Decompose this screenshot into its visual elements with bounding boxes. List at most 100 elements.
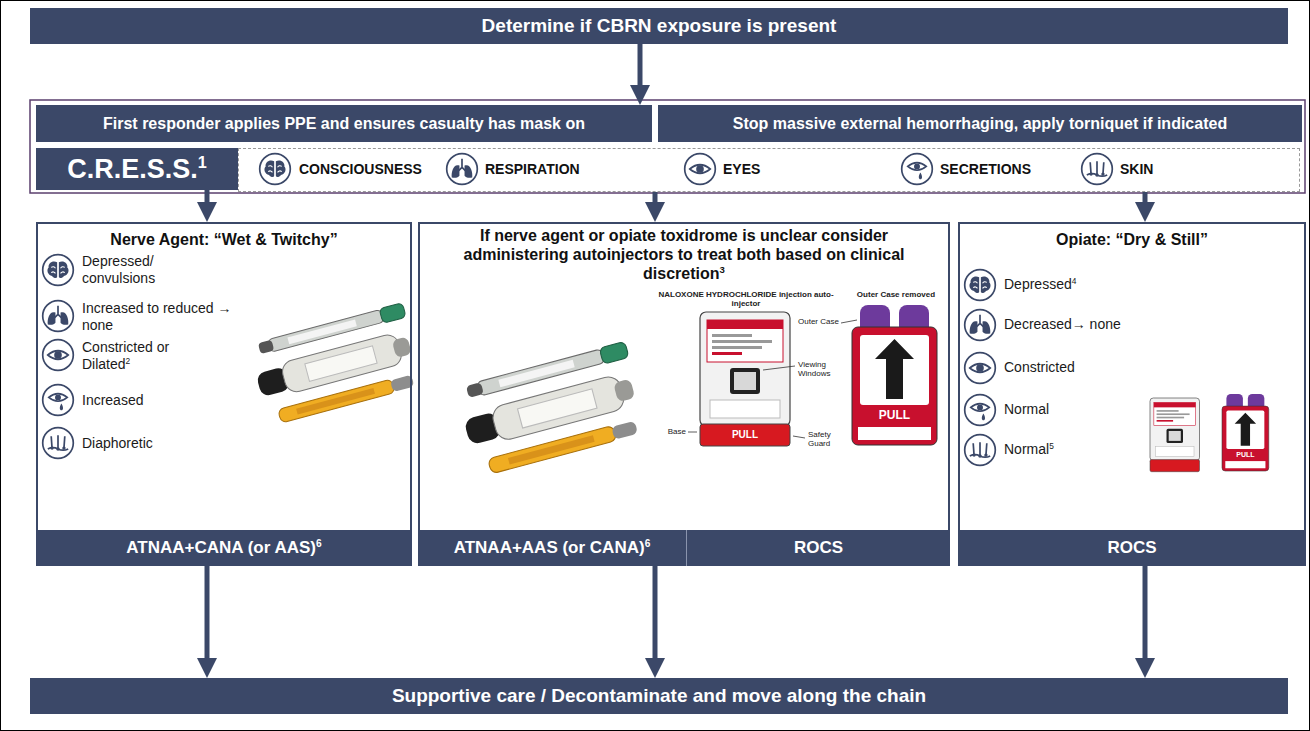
figure-title: Outer Case removed [848, 290, 944, 299]
text-line: Diaphoretic [82, 435, 232, 452]
text-group: Stop massive external hemorrhaging, appl… [733, 115, 1227, 133]
text-group: ATNAA+AAS (or CANA)6 [454, 538, 651, 558]
text-line: Opiate: “Dry & Still” [958, 230, 1306, 249]
text-group: First responder applies PPE and ensures … [103, 115, 585, 133]
brain-icon [260, 154, 291, 185]
leader-line [841, 320, 857, 323]
footnote-number: 6 [645, 538, 651, 549]
callout-label: Safety Guard [808, 430, 852, 448]
acronym-box: C.R.E.S.S.1 [36, 148, 238, 190]
brain-icon [965, 270, 996, 301]
node-text: Constricted or Dilated [82, 339, 169, 372]
skin-icon [1082, 154, 1113, 185]
node-text: Depressed/ convulsions [82, 253, 155, 286]
treatment-band: ROCS [958, 530, 1306, 566]
text-group: C.R.E.S.S.1 [67, 154, 207, 185]
secretions-icon [43, 385, 74, 416]
skin-icon [965, 435, 996, 466]
footnote-number: 1 [198, 153, 207, 171]
footnote-number: 4 [1072, 276, 1077, 286]
flow-arrow [638, 44, 643, 85]
text-group: Supportive care / Decontaminate and move… [392, 685, 926, 707]
autoinjector-pens [248, 303, 425, 427]
node-text: Depressed [1004, 276, 1072, 292]
header-band: Determine if CBRN exposure is present [30, 8, 1288, 44]
toxidrome-column: ATNAA+CANA (or AAS)6 Nerve Agent: “Wet & … [36, 222, 412, 566]
node-text: SECRETIONS [940, 161, 1031, 177]
node-text: ROCS [794, 538, 843, 557]
text-line: Supportive care / Decontaminate and move… [30, 678, 1288, 714]
flow-arrow [653, 566, 658, 658]
text-line: C.R.E.S.S.1 [36, 148, 238, 190]
node-text: Nerve Agent: “Wet & Twitchy” [110, 231, 337, 248]
naloxone-device [1150, 398, 1200, 472]
step-band: First responder applies PPE and ensures … [36, 105, 652, 142]
flow-arrow [205, 190, 210, 202]
text-line: Stop massive external hemorrhaging, appl… [658, 105, 1302, 142]
node-text: Diaphoretic [82, 435, 153, 451]
assessment-frame [30, 100, 1305, 193]
node-text: ATNAA+AAS (or CANA) [454, 538, 645, 557]
text-line: ROCS [958, 530, 1306, 566]
text-line: Normal [1004, 401, 1184, 418]
node-text: Opiate: “Dry & Still” [1056, 231, 1208, 248]
text-line: ROCS [687, 530, 950, 566]
node-text: Supportive care / Decontaminate and move… [392, 685, 926, 706]
footnote-number: 6 [316, 538, 322, 549]
node-text: Stop massive external hemorrhaging, appl… [733, 115, 1227, 132]
text-line: Depressed/ convulsions [82, 253, 192, 287]
node-text: Decreased→ none [1004, 316, 1121, 332]
text-line: Increased to reduced → none [82, 300, 232, 334]
text-line: ATNAA+CANA (or AAS)6 [36, 530, 412, 566]
secretions-icon [965, 395, 996, 426]
node-text: C.R.E.S.S. [67, 154, 198, 184]
footnote-number: 5 [1049, 441, 1054, 451]
device-marking: PULL [1222, 449, 1269, 460]
flow-arrow [205, 566, 210, 658]
toxidrome-column: ROCS Opiate: “Dry & Still” Depressed4Decre… [958, 222, 1306, 566]
footnote-number: 3 [720, 264, 725, 275]
leader-line [688, 432, 697, 433]
text-line: Increased [82, 392, 232, 409]
secretions-icon [902, 154, 933, 185]
node-text: If nerve agent or opiate toxidrome is un… [464, 227, 905, 282]
node-text: Increased to reduced → none [82, 300, 231, 333]
eye-icon [965, 353, 996, 384]
callout-label: Viewing Windows [798, 360, 842, 378]
node-text: Constricted [1004, 359, 1075, 375]
autoinjector-pens [455, 341, 649, 477]
text-line: Nerve Agent: “Wet & Twitchy” [36, 230, 412, 249]
lungs-icon [43, 301, 74, 332]
step-band: Stop massive external hemorrhaging, appl… [658, 105, 1302, 142]
text-line: CONSCIOUSNESS [299, 149, 422, 188]
text-line: Constricted or Dilated2 [82, 339, 192, 375]
text-line: Constricted [1004, 359, 1184, 376]
node-text: ROCS [1107, 538, 1156, 557]
treatment-band: ATNAA+CANA (or AAS)6 [36, 530, 412, 566]
node-text: EYES [723, 161, 760, 177]
text-line: EYES [723, 149, 760, 188]
naloxone-device [700, 312, 790, 446]
text-line: Depressed4 [1004, 276, 1184, 295]
eye-icon [43, 340, 74, 371]
eye-icon [685, 154, 716, 185]
node-text: ATNAA+CANA (or AAS) [126, 538, 316, 557]
footer-band: Supportive care / Decontaminate and move… [30, 678, 1288, 714]
figure-title: NALOXONE HYDROCHLORIDE injection auto-in… [648, 290, 844, 308]
text-line: ATNAA+AAS (or CANA)6 [418, 530, 686, 566]
text-line: If nerve agent or opiate toxidrome is un… [428, 226, 940, 285]
text-line: Decreased→ none [1004, 316, 1184, 333]
text-line: Normal5 [1004, 441, 1184, 460]
node-text: Normal [1004, 441, 1049, 457]
footnote-number: 2 [126, 356, 131, 366]
treatment-band: ATNAA+AAS (or CANA)6 [418, 530, 686, 566]
flow-arrow [1143, 192, 1148, 202]
node-text: CONSCIOUSNESS [299, 161, 422, 177]
naloxone-case [852, 305, 937, 445]
text-group: Determine if CBRN exposure is present [482, 15, 837, 37]
treatment-band: ROCS [686, 530, 950, 566]
node-text: Normal [1004, 401, 1049, 417]
node-text: SKIN [1120, 161, 1153, 177]
